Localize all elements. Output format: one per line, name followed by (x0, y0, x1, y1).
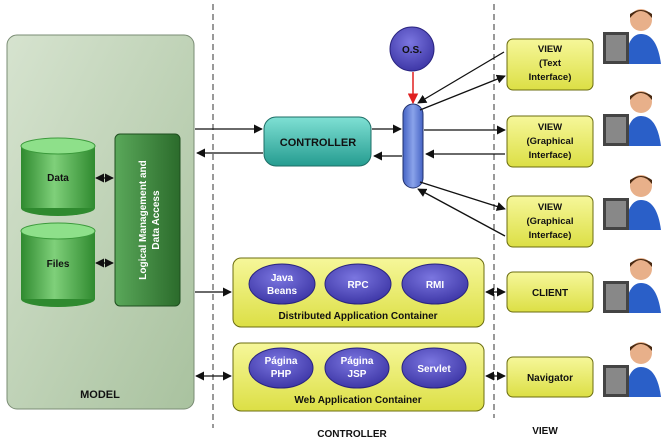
pagina-php-node (248, 347, 314, 389)
navigator-box (506, 356, 594, 398)
pagina-php-line2: PHP (271, 369, 292, 380)
pagina-jsp-node (324, 347, 390, 389)
model-panel (6, 34, 195, 410)
os-circle (389, 26, 435, 72)
distributed-container-label: Distributed Application Container (278, 311, 437, 322)
user-computer-icon (603, 175, 661, 230)
router-to-view3-arrow (419, 181, 506, 211)
router-capsule (402, 103, 424, 189)
view1-to-router-arrow (417, 51, 505, 104)
pagina-php-line1: Página (265, 356, 298, 367)
user-computer-icon (603, 258, 661, 313)
logic-label-line2: Data Access (151, 190, 162, 250)
user-computer-icon (603, 9, 661, 64)
view-text-interface-box (506, 38, 594, 91)
user-computer-icon (603, 91, 661, 146)
view2-line2: (Graphical (527, 136, 574, 147)
java-beans-node (248, 263, 316, 305)
logic-label-line1: Logical Management and (138, 160, 149, 279)
os-label: O.S. (402, 45, 422, 56)
view3-line1: VIEW (538, 202, 562, 213)
view1-line2: (Text (539, 58, 562, 69)
user-computer-icon (603, 342, 661, 397)
data-label: Data (47, 173, 69, 184)
files-label: Files (47, 259, 70, 270)
view3-line3: Interface) (529, 230, 572, 241)
java-beans-line2: Beans (267, 286, 297, 297)
pagina-jsp-line1: Página (341, 356, 374, 367)
navigator-label: Navigator (527, 373, 573, 384)
view2-line1: VIEW (538, 122, 562, 133)
router-to-view1-arrow (419, 74, 506, 111)
view-graphical-interface-box-2 (506, 195, 594, 248)
files-store-icon (20, 222, 96, 307)
data-store-icon (20, 137, 96, 216)
controller-label: CONTROLLER (280, 137, 356, 149)
pagina-jsp-line2: JSP (348, 369, 367, 380)
rmi-node (401, 263, 469, 305)
model-label: MODEL (80, 389, 120, 401)
rpc-label: RPC (347, 280, 368, 291)
java-beans-line1: Java (271, 273, 294, 284)
servlet-label: Servlet (417, 364, 451, 375)
servlet-node (401, 347, 467, 389)
view3-line2: (Graphical (527, 216, 574, 227)
rpc-node (324, 263, 392, 305)
client-box (506, 271, 594, 313)
controller-column-label: CONTROLLER (317, 429, 387, 440)
controller-box (263, 116, 372, 167)
client-label: CLIENT (532, 288, 568, 299)
view-column-label: VIEW (532, 426, 558, 437)
view1-line3: Interface) (529, 72, 572, 83)
logical-management-box (114, 133, 181, 307)
view1-line1: VIEW (538, 44, 562, 55)
view-graphical-interface-box-1 (506, 115, 594, 168)
web-container-label: Web Application Container (294, 395, 421, 406)
view2-line3: Interface) (529, 150, 572, 161)
rmi-label: RMI (426, 280, 445, 291)
view3-to-router-arrow (417, 188, 506, 237)
